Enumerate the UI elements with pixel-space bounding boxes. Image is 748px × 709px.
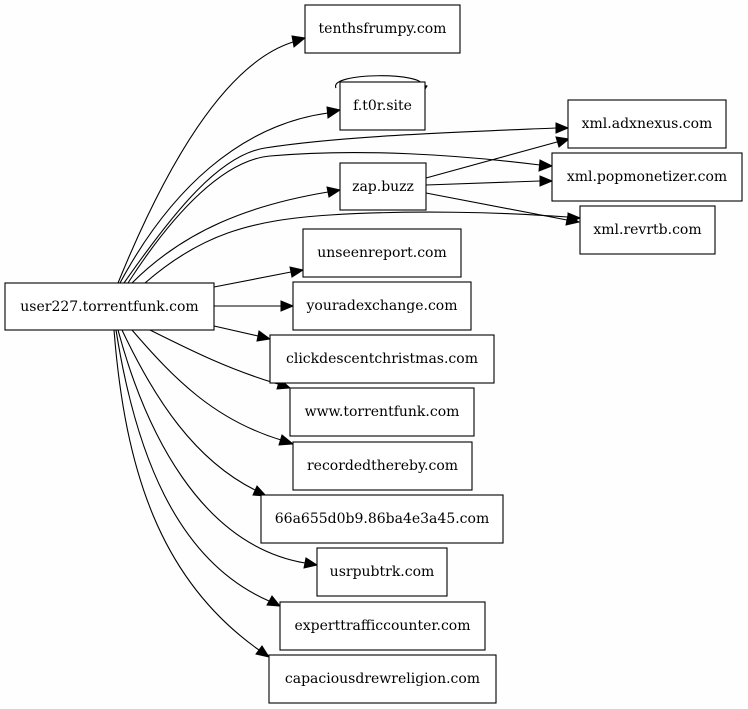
node-hexhost-label: 66a655d0b9.86ba4e3a45.com: [275, 511, 489, 527]
edges-layer: [113, 35, 582, 658]
node-root[interactable]: user227.torrentfunk.com: [4, 282, 215, 331]
arrowhead-root-popmonetizer: [538, 159, 554, 172]
node-ft0r[interactable]: f.t0r.site: [339, 81, 426, 131]
node-recordedthereby-label: recordedthereby.com: [307, 458, 458, 474]
arrowhead-root-adxnexus: [555, 122, 570, 134]
arrowhead-usrpubtrk: [303, 557, 319, 569]
arrowhead-unseenreport: [289, 266, 305, 278]
node-usrpubtrk-label: usrpubtrk.com: [330, 564, 435, 580]
node-tenthsfrumpy[interactable]: tenthsfrumpy.com: [304, 4, 461, 54]
arrowhead-clickdescent: [256, 330, 272, 342]
arrowhead-zap-revrtb: [565, 214, 581, 226]
node-revrtb-label: xml.revrtb.com: [593, 222, 701, 238]
edge-zap-popmonetizer: [425, 180, 541, 186]
edge-root-recordedthereby: [131, 329, 282, 441]
edge-root-ft0r: [119, 112, 329, 284]
edge-root-popmonetizer: [127, 151, 541, 284]
edge-root-zap: [131, 191, 329, 284]
arrowhead-hexhost: [252, 485, 268, 497]
node-hexhost[interactable]: 66a655d0b9.86ba4e3a45.com: [260, 494, 504, 544]
arrowhead-zap: [326, 186, 342, 198]
node-recordedthereby[interactable]: recordedthereby.com: [292, 441, 473, 491]
edge-root-unseenreport: [213, 271, 292, 288]
edge-zap-adxnexus: [425, 141, 558, 179]
edge-root-hexhost: [121, 329, 256, 491]
node-capacious[interactable]: capaciousdrewreligion.com: [268, 654, 497, 704]
edge-zap-revrtb: [425, 192, 568, 221]
arrowhead-recordedthereby: [278, 434, 295, 446]
node-revrtb[interactable]: xml.revrtb.com: [579, 205, 716, 255]
nodes-layer: user227.torrentfunk.com tenthsfrumpy.com…: [4, 4, 743, 704]
node-usrpubtrk[interactable]: usrpubtrk.com: [316, 547, 448, 597]
node-unseenreport[interactable]: unseenreport.com: [302, 228, 462, 278]
arrowhead-zap-popmonetizer: [539, 175, 554, 187]
arrowhead-capacious: [255, 645, 271, 658]
node-torrentfunk[interactable]: www.torrentfunk.com: [289, 387, 475, 437]
arrowhead-tenthsfrumpy: [291, 35, 307, 48]
node-zap-label: zap.buzz: [352, 179, 414, 195]
arrowhead-zap-adxnexus: [555, 136, 571, 148]
node-popmonetizer-label: xml.popmonetizer.com: [567, 169, 727, 185]
edge-root-torrentfunk: [149, 329, 279, 385]
arrowhead-experttraffic: [266, 595, 282, 607]
edge-root-experttraffic: [115, 329, 270, 602]
node-popmonetizer[interactable]: xml.popmonetizer.com: [551, 152, 743, 202]
node-experttraffic-label: experttrafficcounter.com: [294, 618, 470, 634]
node-clickdescent[interactable]: clickdescentchristmas.com: [269, 334, 495, 384]
node-youradexchange[interactable]: youradexchange.com: [292, 281, 472, 331]
node-clickdescent-label: clickdescentchristmas.com: [286, 351, 478, 367]
node-zap[interactable]: zap.buzz: [339, 162, 427, 211]
node-root-label: user227.torrentfunk.com: [20, 299, 198, 315]
edge-root-adxnexus: [123, 127, 557, 284]
node-capacious-label: capaciousdrewreligion.com: [285, 671, 480, 687]
edge-root-usrpubtrk: [117, 329, 306, 564]
edge-root-revrtb: [144, 211, 569, 284]
node-youradexchange-label: youradexchange.com: [306, 298, 458, 314]
node-ft0r-label: f.t0r.site: [353, 98, 412, 114]
node-unseenreport-label: unseenreport.com: [317, 245, 447, 261]
edge-root-capacious: [113, 329, 260, 651]
edge-root-tenthsfrumpy: [117, 41, 294, 284]
node-adxnexus[interactable]: xml.adxnexus.com: [567, 99, 727, 149]
node-experttraffic[interactable]: experttrafficcounter.com: [279, 601, 486, 651]
node-adxnexus-label: xml.adxnexus.com: [582, 116, 713, 132]
arrowhead-ft0r: [326, 106, 342, 119]
arrowhead-youradexchange: [280, 300, 295, 312]
node-tenthsfrumpy-label: tenthsfrumpy.com: [319, 21, 447, 37]
edge-root-clickdescent: [213, 325, 259, 337]
node-torrentfunk-label: www.torrentfunk.com: [305, 404, 460, 420]
